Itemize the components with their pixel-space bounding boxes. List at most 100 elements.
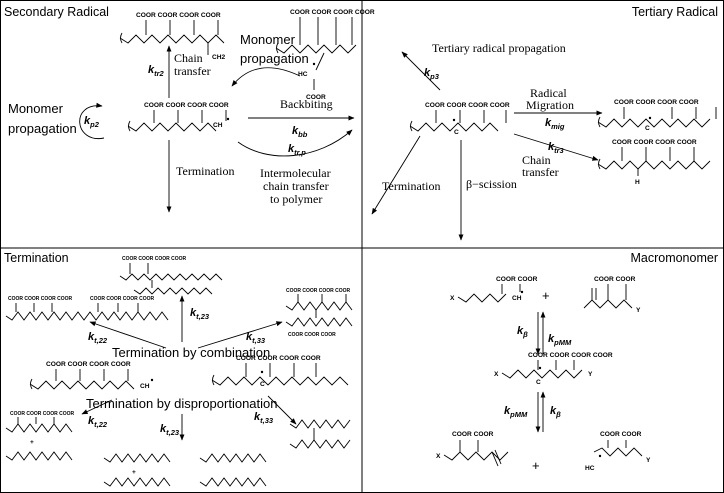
kpMM-bottom-label: kpMM (504, 405, 528, 419)
plus-top: + (542, 288, 550, 303)
svg-text:C: C (260, 381, 265, 388)
ktr3-label: ktr3 (548, 141, 565, 155)
monomer-propagation-left-label: Monomer (8, 101, 64, 116)
svg-text:C: C (454, 129, 459, 136)
macromonomer-radical-left: COOR COOR X CH (450, 276, 538, 303)
svg-text:COOR COOR COOR: COOR COOR COOR (288, 332, 336, 338)
svg-text:CH: CH (512, 295, 522, 302)
monomer-propagation-loop-arrow (79, 102, 105, 139)
disproportionation-arrow-left (81, 399, 113, 415)
svg-text:COOR COOR COOR COOR: COOR COOR COOR COOR (236, 355, 321, 362)
chain-transfer-tertiary-arrow (513, 133, 599, 161)
svg-text:C: C (536, 379, 541, 386)
macromonomer-product-left: COOR COOR X (436, 431, 509, 467)
termination-tertiary-arrow (371, 135, 421, 215)
monomer-propagation-top-arrow (231, 67, 301, 87)
combination-product-left: COOR COOR COOR COOR COOR COOR COOR COOR (5, 296, 169, 321)
monomer-propagation-left-label-2: propagation (8, 121, 77, 136)
svg-text:COOR COOR: COOR COOR (594, 276, 636, 283)
migrated-radical-structure: COOR COOR COOR COOR C (597, 99, 717, 132)
intermolecular-label: Intermolecular (260, 166, 331, 180)
beta-scission-label: β−scission (466, 177, 517, 191)
kbb-label: kbb (292, 125, 308, 139)
secondary-radical-structure: COOR COOR COOR COOR CH (127, 102, 230, 132)
intermolecular-label-3: to polymer (270, 192, 322, 206)
combination-product-top: COOR COOR COOR COOR (119, 256, 223, 295)
disproportionation-products-right (289, 419, 351, 449)
chain-transfer-tertiary-label: Chain (522, 153, 551, 167)
svg-text:COOR COOR COOR COOR: COOR COOR COOR COOR (90, 296, 155, 302)
svg-text:COOR COOR COOR COOR: COOR COOR COOR COOR (425, 102, 510, 109)
svg-text:COOR COOR COOR COOR: COOR COOR COOR COOR (612, 139, 697, 146)
ktrp-label: ktr,p (288, 143, 306, 157)
svg-text:CH2: CH2 (212, 54, 226, 61)
intermolecular-chain-transfer-arrow (237, 129, 353, 157)
radical-migration-label-2: Migration (526, 98, 574, 112)
svg-text:X: X (450, 295, 455, 302)
chain-transfer-product-structure: COOR COOR COOR COOR CH2 (119, 12, 226, 61)
svg-text:+: + (132, 469, 136, 476)
combination-arrow-left (89, 321, 167, 349)
svg-text:COOR COOR COOR COOR: COOR COOR COOR COOR (614, 99, 699, 106)
chain-transfer-label-2: transfer (174, 64, 211, 78)
svg-text:+: + (30, 439, 34, 446)
termination-tertiary-label: Termination (382, 179, 440, 193)
termination-secondary-radical: COOR COOR COOR COOR CH (29, 361, 154, 390)
panel-title-tertiary: Tertiary Radical (632, 5, 718, 19)
svg-text:CH: CH (140, 383, 150, 390)
tertiary-radical-propagation-label: Tertiary radical propagation (432, 41, 566, 55)
kbeta-top-label: kβ (517, 325, 528, 339)
svg-text:COOR COOR: COOR COOR (452, 431, 494, 438)
termination-secondary-label: Termination (176, 164, 234, 178)
svg-text:Y: Y (636, 307, 641, 314)
ktr2-label: ktr2 (148, 64, 165, 78)
panel-title-termination: Termination (4, 251, 69, 265)
termination-by-disproportionation-label: Termination by disproportionation (86, 396, 278, 411)
kp3-label: kp3 (424, 67, 440, 81)
macromonomer-product-right: COOR COOR HC Y (585, 431, 651, 472)
monomer-propagation-top-label: Monomer (240, 32, 296, 47)
panel-title-secondary: Secondary Radical (4, 5, 109, 19)
radical-migration-label: Radical (530, 86, 567, 100)
kp2-label: kp2 (84, 115, 100, 129)
intermolecular-label-2: chain transfer (263, 179, 329, 193)
svg-text:COOR COOR COOR COOR: COOR COOR COOR COOR (8, 296, 73, 302)
macromonomer-right: COOR COOR Y (583, 276, 641, 314)
svg-text:COOR COOR: COOR COOR (496, 276, 538, 283)
svg-text:COOR COOR COOR COOR: COOR COOR COOR COOR (136, 12, 221, 19)
tertiary-radical-structure: COOR COOR COOR COOR C (409, 102, 510, 136)
backbiting-label: Backbiting (280, 97, 333, 111)
kpMM-top-label: kpMM (548, 333, 572, 347)
svg-text:COOR: COOR (306, 94, 326, 101)
svg-text:COOR COOR: COOR COOR (600, 431, 642, 438)
combination-product-right: COOR COOR COOR COOR COOR COOR COOR (285, 288, 353, 338)
disproportionation-products-left: COOR COOR COOR COOR + (5, 411, 75, 461)
svg-text:COOR COOR COOR COOR: COOR COOR COOR COOR (122, 256, 187, 262)
svg-text:HC: HC (298, 71, 308, 78)
svg-text:HC: HC (585, 465, 595, 472)
kt23-bottom-label: kt,23 (160, 423, 180, 437)
svg-text:CH: CH (213, 122, 223, 129)
panel-title-macromonomer: Macromonomer (630, 251, 718, 265)
chain-transfer-tertiary-product: COOR COOR COOR COOR H (597, 139, 711, 186)
disproportionation-products-center: + (103, 453, 267, 487)
disproportionation-arrow-right (267, 395, 297, 425)
chain-transfer-tertiary-label-2: transfer (522, 165, 559, 179)
kt22-bottom-label: kt,22 (88, 415, 108, 429)
kt23-top-label: kt,23 (190, 307, 210, 321)
svg-text:H: H (635, 179, 640, 186)
macromonomer-tertiary-radical: COOR COOR COOR COOR X C Y (494, 352, 613, 386)
kt33-top-label: kt,33 (246, 331, 266, 345)
kt22-top-label: kt,22 (88, 331, 108, 345)
svg-text:C: C (645, 125, 650, 132)
svg-text:COOR COOR COOR COOR: COOR COOR COOR COOR (528, 352, 613, 359)
svg-text:COOR COOR COOR COOR: COOR COOR COOR COOR (144, 102, 229, 109)
kbeta-bottom-label: kβ (550, 405, 561, 419)
svg-text:COOR COOR COOR COOR: COOR COOR COOR COOR (46, 361, 131, 368)
plus-bottom: + (532, 458, 540, 473)
kt33-bottom-label: kt,33 (254, 411, 274, 425)
combination-arrow-right (197, 321, 283, 349)
termination-by-combination-label: Termination by combination (112, 345, 270, 360)
svg-text:COOR COOR COOR COOR: COOR COOR COOR COOR (10, 411, 75, 417)
svg-text:COOR COOR COOR COOR: COOR COOR COOR COOR (286, 288, 351, 294)
